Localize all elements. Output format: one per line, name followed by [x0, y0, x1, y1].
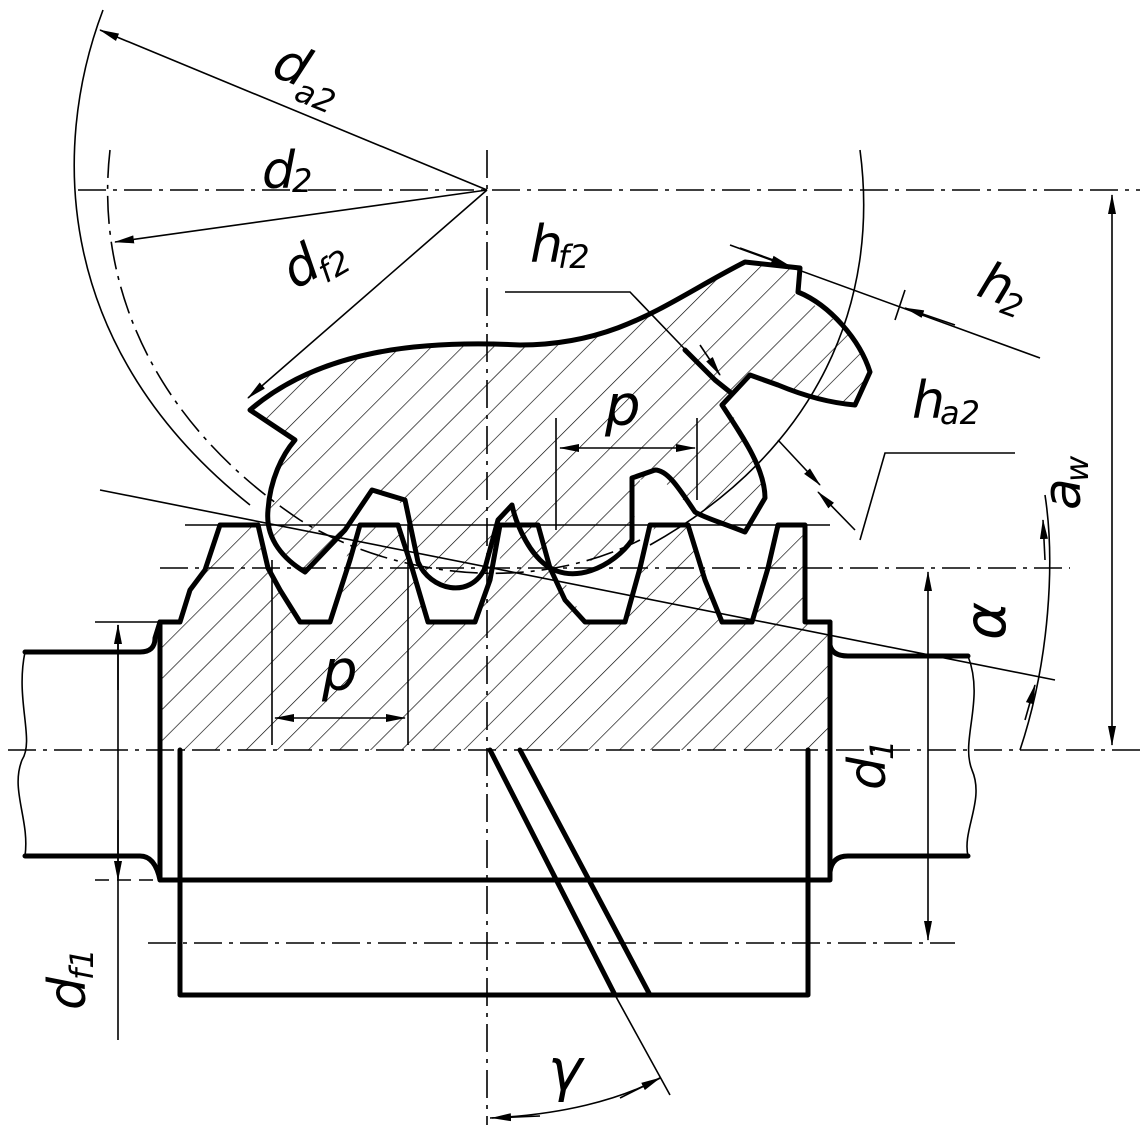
- label-aw: a: [1033, 478, 1093, 510]
- df2-dim: [247, 189, 488, 399]
- h2-tick: [894, 289, 906, 321]
- shaft-break-right: [966, 655, 977, 857]
- label-df1: d: [38, 976, 98, 1010]
- gamma-arrow-2: [619, 1077, 661, 1099]
- dimensions: [95, 29, 1116, 1122]
- h2-arrow-1: [739, 247, 791, 267]
- label-gamma: γ: [548, 1036, 585, 1104]
- worm: [17, 522, 977, 998]
- worm-shaft-left: [22, 619, 163, 883]
- alpha-arrow-2: [1024, 684, 1036, 721]
- wheel-tooth-outline: [247, 259, 873, 591]
- ha2-leader: [859, 452, 1015, 541]
- ha2-arrow-2: [817, 491, 856, 531]
- d2-dim: [114, 189, 488, 244]
- h2-arrow-2: [904, 307, 956, 326]
- label-d2-sub: 2: [292, 162, 312, 200]
- label-alpha: α: [951, 602, 1019, 640]
- worm-shaft-right: [827, 642, 971, 875]
- df2-arc: [649, 149, 865, 546]
- label-p-bottom: p: [321, 639, 358, 704]
- label-hf2: h: [530, 215, 563, 275]
- shaft-break-left: [17, 651, 28, 857]
- label-df1-sub: f1: [63, 948, 101, 980]
- alpha-line: [99, 489, 1056, 681]
- worm-section-hatch: [160, 525, 830, 750]
- worm-helix-line-1: [487, 747, 618, 998]
- da2-arc: [73, 9, 251, 506]
- worm-body-outline: [157, 619, 833, 883]
- gamma-ext: [614, 994, 671, 1096]
- label-d1-sub: 1: [863, 740, 901, 760]
- da2-dim: [99, 29, 488, 191]
- worm-inner-rect: [177, 747, 811, 998]
- label-ha2-sub: a2: [940, 394, 980, 432]
- alpha-arrow-1: [1039, 519, 1048, 561]
- alpha-arc: [1019, 494, 1051, 751]
- gamma-arrow-1: [491, 1113, 541, 1122]
- label-aw-sub: w: [1058, 455, 1096, 482]
- label-d1: d: [838, 756, 898, 790]
- worm-helix-line-2: [517, 747, 653, 998]
- label-d2: d: [262, 141, 296, 201]
- hf2-leader: [505, 291, 701, 366]
- hf2-arrow: [699, 344, 721, 376]
- labels: d a2 d 2 d f2 h f2 h 2 h a2 p p a w α: [38, 31, 1096, 1104]
- label-hf2-sub: f2: [558, 238, 590, 276]
- label-p-top: p: [604, 374, 641, 439]
- d2-arc: [106, 149, 641, 575]
- centerlines: [8, 9, 1140, 1125]
- ha2-arrow-1: [777, 439, 821, 486]
- worm-thread-profile: [157, 522, 833, 625]
- label-ha2: h: [912, 371, 945, 431]
